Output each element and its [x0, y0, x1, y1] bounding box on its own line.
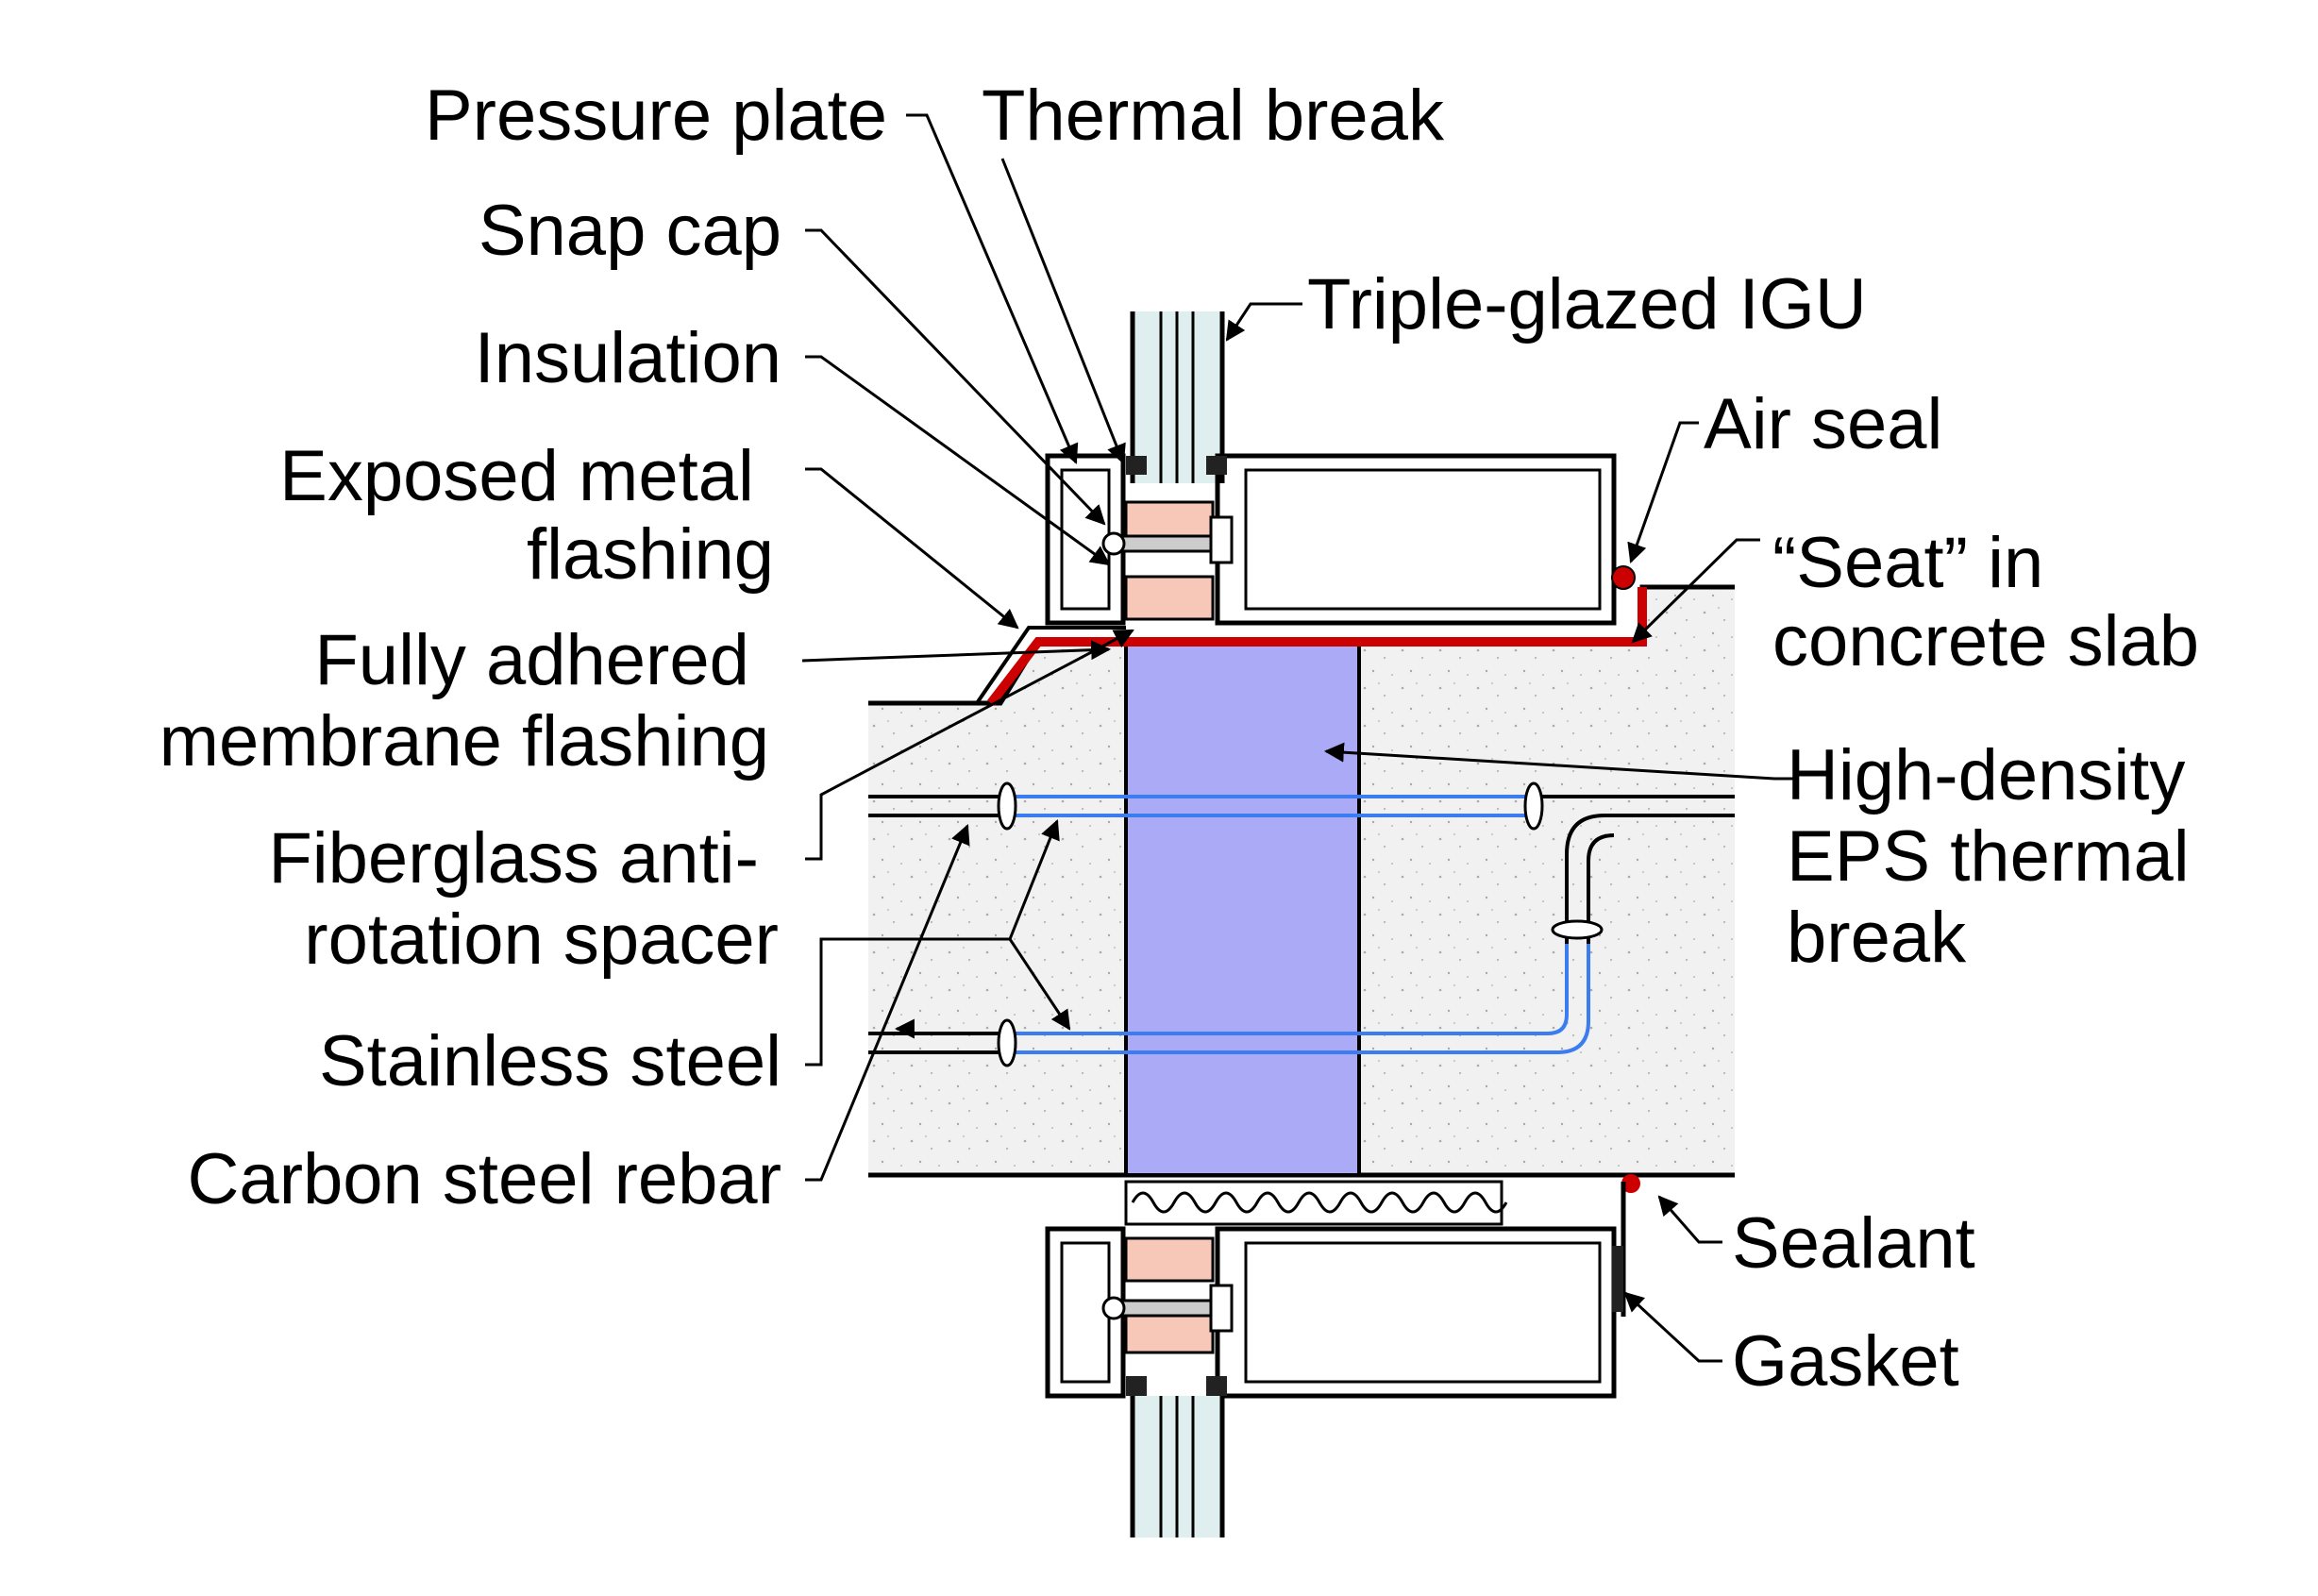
label-stainless-steel: Stainless steel — [319, 1021, 781, 1101]
label-high-density-eps-line2: EPS thermal — [1787, 816, 2190, 897]
label-high-density-eps-line3: break — [1787, 898, 1967, 978]
air-seal — [1611, 565, 1636, 590]
label-thermal-break: Thermal break — [982, 76, 1445, 156]
label-gasket: Gasket — [1732, 1321, 1959, 1402]
lower-igu — [1130, 1396, 1225, 1537]
label-fiberglass-spacer: Fiberglass anti- rotation spacer — [268, 818, 779, 980]
eps-thermal-break-block — [1124, 642, 1361, 1177]
upper-igu — [1130, 311, 1225, 483]
lower-mullion — [1045, 1182, 1626, 1399]
label-exposed-metal-flashing-line2: flashing — [527, 514, 774, 595]
label-triple-glazed-igu: Triple-glazed IGU — [1307, 264, 1867, 344]
label-seat-in-slab-line2: concrete slab — [1772, 601, 2199, 681]
label-exposed-metal-flashing-line1: Exposed metal — [279, 436, 754, 516]
label-fully-adhered-membrane-line2: membrane flashing — [160, 701, 769, 781]
label-seat-in-slab: “Seat” in concrete slab — [1772, 523, 2199, 681]
label-insulation: Insulation — [475, 318, 781, 398]
label-sealant: Sealant — [1732, 1203, 1975, 1284]
label-pressure-plate: Pressure plate — [425, 76, 887, 156]
label-snap-cap: Snap cap — [479, 191, 781, 271]
gasket — [1612, 1246, 1623, 1312]
sealant-bead — [1621, 1174, 1640, 1193]
label-fiberglass-spacer-line1: Fiberglass anti- — [268, 818, 759, 899]
label-fully-adhered-membrane: Fully adhered membrane flashing — [160, 620, 769, 781]
leader-lines — [801, 113, 1793, 1363]
label-seat-in-slab-line1: “Seat” in — [1772, 523, 2043, 603]
rebar-bottom-hooked — [868, 814, 1735, 1067]
rebar-top — [868, 781, 1735, 831]
label-high-density-eps: High-density EPS thermal break — [1787, 735, 2209, 978]
label-fiberglass-spacer-line2: rotation spacer — [304, 899, 779, 980]
exposed-metal-flashing — [975, 626, 1126, 705]
label-fully-adhered-membrane-line1: Fully adhered — [314, 620, 749, 700]
concrete-slab — [868, 584, 1735, 1178]
upper-mullion — [1045, 453, 1617, 626]
label-air-seal: Air seal — [1704, 384, 1942, 464]
lower-insulation-band — [1124, 1174, 1640, 1226]
label-carbon-steel-rebar: Carbon steel rebar — [188, 1139, 781, 1219]
label-exposed-metal-flashing: Exposed metal flashing — [279, 436, 774, 595]
label-high-density-eps-line1: High-density — [1787, 735, 2185, 815]
